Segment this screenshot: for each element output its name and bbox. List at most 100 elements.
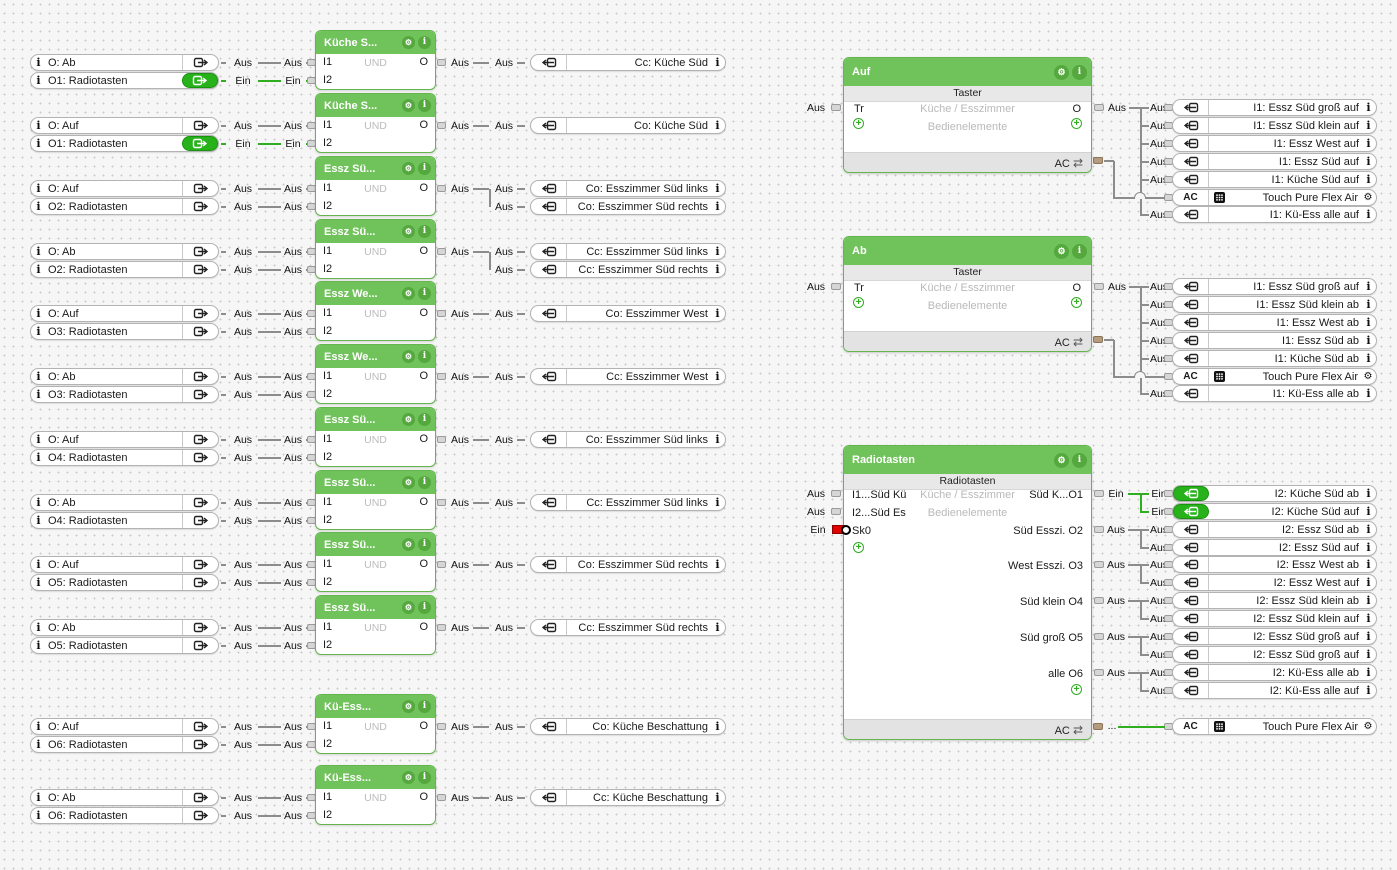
output-reference-pill[interactable]: i O: Auf xyxy=(30,305,219,322)
air-device-pill[interactable]: AC Touch Pure Flex Air ⚙ xyxy=(1172,189,1377,206)
output-ref-icon[interactable] xyxy=(182,790,218,805)
output-reference-pill[interactable]: i O4: Radiotasten xyxy=(30,449,219,466)
und-gate-block[interactable]: Küche S... ⚙ i I1 UND O I2 xyxy=(315,30,436,90)
input-reference-pill[interactable]: I2: Essz Süd groß auf i xyxy=(1172,646,1377,663)
input-reference-pill[interactable]: Cc: Küche Süd i xyxy=(530,54,726,71)
input-reference-pill[interactable]: I2: Essz Süd klein auf i xyxy=(1172,610,1377,627)
port-i1[interactable]: I1 xyxy=(323,791,333,803)
input-reference-pill[interactable]: I2: Essz Süd groß auf i xyxy=(1172,628,1377,645)
und-gate-block[interactable]: Essz Sü... ⚙ i I1 UND O I2 xyxy=(315,219,436,279)
gear-icon[interactable]: ⚙ xyxy=(1054,452,1069,468)
output-ref-icon[interactable] xyxy=(182,369,218,384)
input-ref-icon[interactable] xyxy=(1173,575,1209,590)
port-o[interactable]: O xyxy=(419,245,428,257)
input-ref-icon[interactable] xyxy=(1173,486,1209,501)
add-input-icon[interactable]: + xyxy=(853,118,864,129)
output-ref-icon[interactable] xyxy=(182,387,218,402)
output-ref-icon[interactable] xyxy=(182,495,218,510)
ac-port-label[interactable]: AC xyxy=(1054,158,1070,170)
input-ref-icon[interactable] xyxy=(1173,647,1209,662)
add-input-icon[interactable]: + xyxy=(853,542,864,553)
input-ref-icon[interactable] xyxy=(1173,136,1209,151)
port-o[interactable]: O xyxy=(419,182,428,194)
output-ref-icon[interactable] xyxy=(182,181,218,196)
input-reference-pill[interactable]: Co: Esszimmer West i xyxy=(530,305,726,322)
output-reference-pill[interactable]: i O5: Radiotasten xyxy=(30,637,219,654)
info-icon[interactable]: i xyxy=(418,36,431,49)
input-ref-icon[interactable] xyxy=(531,432,567,447)
info-icon[interactable]: i xyxy=(418,700,431,713)
input-ref-icon[interactable] xyxy=(1173,683,1209,698)
input-ref-icon[interactable] xyxy=(1173,297,1209,312)
output-ref-icon[interactable] xyxy=(182,638,218,653)
gear-icon[interactable]: ⚙ xyxy=(402,601,415,614)
input-ref-icon[interactable] xyxy=(1173,207,1209,222)
input-ref-icon[interactable] xyxy=(1173,611,1209,626)
info-icon[interactable]: i xyxy=(418,476,431,489)
output-ref-icon[interactable] xyxy=(182,262,218,277)
port-i2[interactable]: I2 xyxy=(323,200,333,212)
info-icon[interactable]: i xyxy=(418,413,431,426)
output-reference-pill[interactable]: i O: Ab xyxy=(30,619,219,636)
input-ref-icon[interactable] xyxy=(531,199,567,214)
port-i1[interactable]: I1 xyxy=(323,621,333,633)
ac-port-label[interactable]: AC xyxy=(1054,337,1070,349)
port-i2[interactable]: I2 xyxy=(323,451,333,463)
input-reference-pill[interactable]: I2: Essz Süd ab i xyxy=(1172,521,1377,538)
output-ref-icon[interactable] xyxy=(182,73,218,88)
gear-icon[interactable]: ⚙ xyxy=(1054,64,1069,80)
output-ref-icon[interactable] xyxy=(182,808,218,823)
input-ref-icon[interactable] xyxy=(1173,100,1209,115)
input-ref-icon[interactable] xyxy=(531,262,567,277)
input-ref-icon[interactable] xyxy=(531,495,567,510)
input-reference-pill[interactable]: Cc: Esszimmer Süd rechts i xyxy=(530,619,726,636)
und-gate-block[interactable]: Essz Sü... ⚙ i I1 UND O I2 xyxy=(315,470,436,530)
output-reference-pill[interactable]: i O6: Radiotasten xyxy=(30,736,219,753)
input-ref-icon[interactable] xyxy=(1173,522,1209,537)
input-ref-icon[interactable] xyxy=(1173,172,1209,187)
input-ref-icon[interactable] xyxy=(531,306,567,321)
input-reference-pill[interactable]: I1: Essz West auf i xyxy=(1172,135,1377,152)
add-output-icon[interactable]: + xyxy=(1071,684,1082,695)
port-o[interactable]: O xyxy=(419,496,428,508)
port-i2[interactable]: I2 xyxy=(323,325,333,337)
input-reference-pill[interactable]: Cc: Esszimmer Süd links i xyxy=(530,243,726,260)
input-reference-pill[interactable]: I2: Küche Süd ab i xyxy=(1172,485,1377,502)
gear-icon[interactable]: ⚙ xyxy=(402,162,415,175)
port-o[interactable]: O xyxy=(1072,282,1081,294)
output-port[interactable]: West Esszi. O3 xyxy=(1008,560,1083,572)
info-icon[interactable]: i xyxy=(418,99,431,112)
add-output-icon[interactable]: + xyxy=(1071,297,1082,308)
input-ref-icon[interactable] xyxy=(531,244,567,259)
input-reference-pill[interactable]: I1: Essz Süd groß auf i xyxy=(1172,99,1377,116)
gear-icon[interactable]: ⚙ xyxy=(402,225,415,238)
output-reference-pill[interactable]: i O1: Radiotasten xyxy=(30,72,219,89)
input-ref-icon[interactable] xyxy=(1173,333,1209,348)
input-ref-icon[interactable] xyxy=(1173,557,1209,572)
port-tr[interactable]: Tr xyxy=(854,282,864,294)
info-icon[interactable]: i xyxy=(1072,452,1087,468)
input-reference-pill[interactable]: Cc: Esszimmer Süd links i xyxy=(530,494,726,511)
input-reference-pill[interactable]: Cc: Esszimmer Süd rechts i xyxy=(530,261,726,278)
gear-icon[interactable]: ⚙ xyxy=(402,476,415,489)
input-reference-pill[interactable]: I1: Essz West ab i xyxy=(1172,314,1377,331)
port-i2[interactable]: I2 xyxy=(323,388,333,400)
input-reference-pill[interactable]: I1: Essz Süd ab i xyxy=(1172,332,1377,349)
output-reference-pill[interactable]: i O4: Radiotasten xyxy=(30,512,219,529)
input-reference-pill[interactable]: I1: Küche Süd auf i xyxy=(1172,171,1377,188)
port-tr[interactable]: Tr xyxy=(854,103,864,115)
output-ref-icon[interactable] xyxy=(182,450,218,465)
gear-icon[interactable]: ⚙ xyxy=(402,350,415,363)
port-o[interactable]: O xyxy=(419,791,428,803)
input-ref-icon[interactable] xyxy=(531,55,567,70)
info-icon[interactable]: i xyxy=(1072,243,1087,259)
und-gate-block[interactable]: Kü-Ess... ⚙ i I1 UND O I2 xyxy=(315,694,436,754)
gear-icon[interactable]: ⚙ xyxy=(402,413,415,426)
port-i2[interactable]: I2 xyxy=(323,74,333,86)
und-gate-block[interactable]: Essz Sü... ⚙ i I1 UND O I2 xyxy=(315,156,436,216)
info-icon[interactable]: i xyxy=(418,771,431,784)
input-reference-pill[interactable]: I1: Essz Süd klein ab i xyxy=(1172,296,1377,313)
output-reference-pill[interactable]: i O6: Radiotasten xyxy=(30,807,219,824)
output-ref-icon[interactable] xyxy=(182,557,218,572)
output-port[interactable]: Süd klein O4 xyxy=(1020,596,1083,608)
